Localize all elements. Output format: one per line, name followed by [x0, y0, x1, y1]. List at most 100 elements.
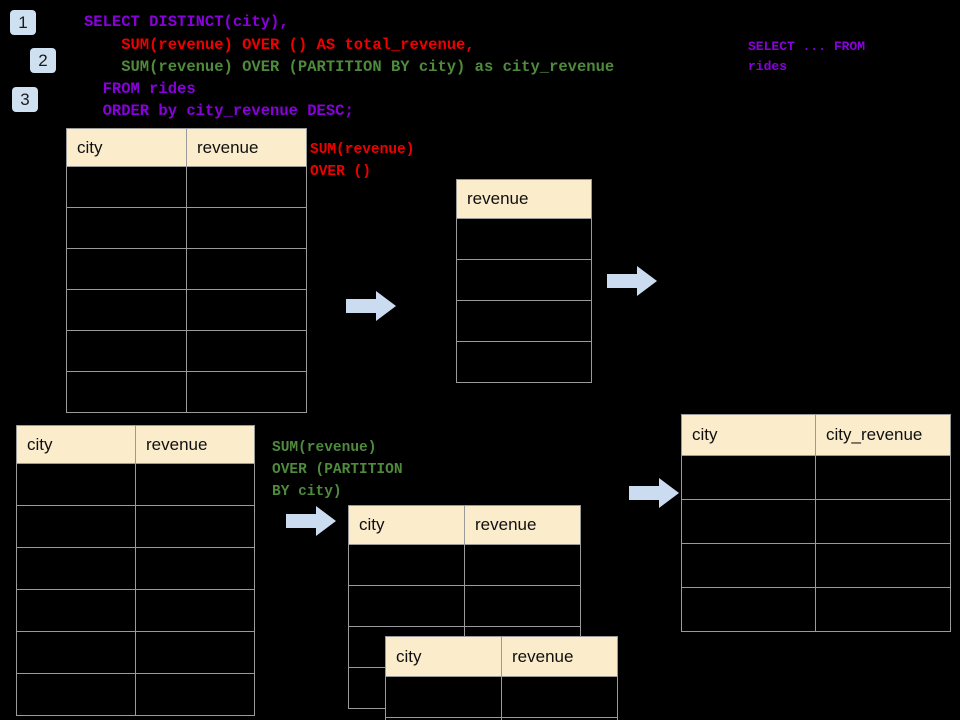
cell-revenue	[135, 673, 255, 716]
cell-city	[16, 463, 136, 506]
annotation-city-revenue-line-3: BY city)	[272, 484, 342, 500]
column-header-city: city	[16, 425, 136, 464]
cell-revenue	[135, 589, 255, 632]
table-header-row: revenue	[456, 179, 592, 219]
sql-line-from: FROM rides	[84, 80, 196, 98]
table-row	[681, 499, 951, 544]
step-badge-1: 1	[10, 10, 36, 35]
cell-revenue	[501, 676, 618, 718]
cell-revenue	[456, 341, 592, 383]
step-badge-2: 2	[30, 48, 56, 73]
cell-revenue	[135, 547, 255, 590]
column-header-revenue: revenue	[464, 505, 581, 545]
cell-revenue	[186, 248, 307, 290]
sql-line-total-revenue: SUM(revenue) OVER () AS total_revenue,	[84, 36, 475, 54]
table-row	[66, 207, 307, 249]
table-header-row: city revenue	[16, 425, 255, 464]
column-header-city: city	[681, 414, 816, 456]
table-row	[681, 587, 951, 632]
cell-revenue	[456, 300, 592, 342]
step-badge-3: 3	[12, 87, 38, 112]
arrow-source-to-partition-icon	[286, 506, 336, 536]
cell-revenue	[464, 585, 581, 627]
cell-city-revenue	[815, 587, 951, 632]
table-row	[348, 585, 581, 627]
table-row	[681, 455, 951, 500]
table-row	[66, 166, 307, 208]
table-row	[16, 505, 255, 548]
cell-revenue	[464, 544, 581, 586]
cell-city	[66, 371, 187, 413]
cell-city	[16, 505, 136, 548]
cell-city	[348, 544, 465, 586]
table-row	[66, 371, 307, 413]
table-header-row: city revenue	[66, 128, 307, 167]
cell-revenue	[456, 218, 592, 260]
cell-revenue	[186, 371, 307, 413]
annotation-city-revenue-line-1: SUM(revenue)	[272, 440, 377, 456]
table-row	[681, 543, 951, 588]
column-header-city: city	[385, 636, 502, 677]
cell-city	[681, 455, 816, 500]
cell-city	[66, 248, 187, 290]
side-note-line-1: SELECT ... FROM	[748, 39, 866, 54]
cell-revenue	[186, 207, 307, 249]
table-final-result: city city_revenue	[681, 414, 951, 632]
cell-city-revenue	[815, 543, 951, 588]
column-header-revenue: revenue	[456, 179, 592, 219]
sql-line-order-by: ORDER by city_revenue DESC;	[84, 102, 354, 120]
cell-revenue	[186, 166, 307, 208]
table-partition-group-front: city revenue	[385, 636, 618, 720]
arrow-partition-to-result-icon	[629, 478, 679, 508]
table-header-row: city city_revenue	[681, 414, 951, 456]
cell-revenue	[135, 631, 255, 674]
cell-revenue	[186, 330, 307, 372]
table-header-row: city revenue	[348, 505, 581, 545]
cell-city	[681, 543, 816, 588]
annotation-total-revenue-line-2: OVER ()	[310, 164, 371, 180]
column-header-revenue: revenue	[501, 636, 618, 677]
table-rides-source-bottom: city revenue	[16, 425, 255, 716]
annotation-total-revenue-line-1: SUM(revenue)	[310, 142, 415, 158]
cell-city	[16, 589, 136, 632]
cell-revenue	[135, 505, 255, 548]
cell-city	[681, 499, 816, 544]
cell-city	[681, 587, 816, 632]
cell-revenue	[501, 717, 618, 720]
cell-city	[16, 673, 136, 716]
arrow-total-to-result-icon	[607, 266, 657, 296]
table-row	[16, 463, 255, 506]
cell-city	[66, 330, 187, 372]
cell-revenue	[186, 289, 307, 331]
table-row	[16, 673, 255, 716]
table-row	[66, 289, 307, 331]
cell-revenue	[456, 259, 592, 301]
table-row	[456, 300, 592, 342]
cell-city	[66, 207, 187, 249]
arrow-source-to-total-icon	[346, 291, 396, 321]
cell-city-revenue	[815, 455, 951, 500]
cell-city	[16, 631, 136, 674]
table-row	[16, 589, 255, 632]
column-header-city: city	[348, 505, 465, 545]
table-row	[456, 218, 592, 260]
table-row	[16, 547, 255, 590]
table-header-row: city revenue	[385, 636, 618, 677]
cell-city	[348, 585, 465, 627]
cell-city	[385, 676, 502, 718]
table-row	[385, 676, 618, 718]
sql-line-city-revenue: SUM(revenue) OVER (PARTITION BY city) as…	[84, 58, 615, 76]
table-row	[456, 259, 592, 301]
annotation-city-revenue-line-2: OVER (PARTITION	[272, 462, 403, 478]
table-row	[16, 631, 255, 674]
table-row	[385, 717, 618, 720]
side-note-line-2: rides	[748, 59, 788, 74]
cell-city	[66, 166, 187, 208]
cell-city-revenue	[815, 499, 951, 544]
cell-city	[16, 547, 136, 590]
table-row	[348, 544, 581, 586]
table-rides-source-top: city revenue	[66, 128, 307, 413]
cell-revenue	[135, 463, 255, 506]
table-total-revenue: revenue	[456, 179, 592, 383]
